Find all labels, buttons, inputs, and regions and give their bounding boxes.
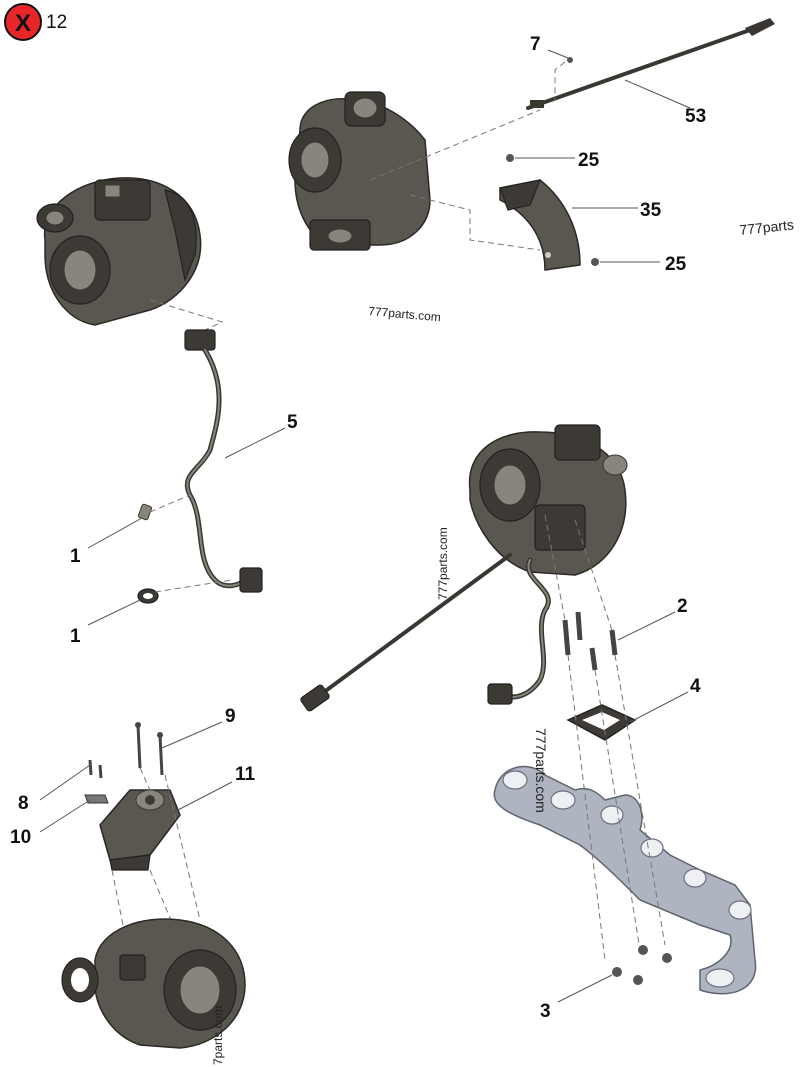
callout-5: 5 — [287, 412, 298, 433]
gasket-4-illustration — [566, 704, 637, 741]
exhaust-manifold-illustration — [493, 765, 757, 995]
leader-4 — [629, 691, 689, 723]
leader-1b — [87, 599, 141, 626]
stud-2-illustration — [562, 611, 618, 671]
close-button[interactable]: X — [4, 3, 42, 41]
turbocharger-top-illustration — [288, 91, 431, 251]
leader-1a — [87, 517, 143, 549]
leader-10 — [39, 799, 91, 833]
grommet-1b-dash — [154, 579, 233, 593]
harness-5-illustration — [184, 329, 263, 593]
turbo-tube-illustration — [487, 557, 551, 705]
heat-shield-35-illustration — [499, 179, 581, 271]
close-glyph: X — [15, 10, 31, 37]
leader-7 — [547, 49, 569, 59]
manifold-to-studs-dash-1 — [567, 654, 606, 961]
top-turbo-to-shield-dash — [409, 194, 541, 251]
callout-9: 9 — [225, 706, 236, 727]
bolt-7-illustration — [567, 57, 573, 63]
leader-11 — [177, 781, 233, 811]
bolts-9-illustration — [135, 722, 164, 776]
leader-3 — [557, 974, 613, 1003]
callout-3: 3 — [540, 1001, 551, 1022]
callout-11: 11 — [235, 764, 256, 785]
callout-4: 4 — [690, 676, 701, 697]
grommet-1b-illustration — [137, 588, 159, 604]
leader-2 — [617, 611, 676, 641]
manifold-to-studs-dash-2 — [594, 669, 641, 951]
watermark-top-right: 777parts — [739, 216, 795, 238]
studs-to-turbo-dash-1 — [544, 514, 566, 621]
manifold-to-studs-dash-3 — [614, 654, 666, 946]
callout-7: 7 — [530, 34, 541, 55]
leader-5 — [224, 427, 286, 459]
callout-10: 10 — [10, 827, 31, 848]
watermark-bottom: 7parts.com — [211, 1006, 225, 1065]
leader-53 — [624, 79, 691, 109]
bolt-8-illustration — [88, 759, 103, 779]
nut-3-illustration — [612, 945, 672, 985]
watermark-manifold: 777parts.com — [533, 728, 549, 813]
nut-25a-illustration — [506, 154, 514, 162]
callout-1a: 1 — [70, 546, 81, 567]
actuator-dash-2 — [164, 774, 201, 921]
leader-8 — [39, 764, 91, 801]
callout-25b: 25 — [665, 254, 687, 275]
left-turbo-to-harness-dash — [149, 299, 224, 331]
actuator-11-illustration — [99, 789, 181, 871]
turbocharger-bottom-illustration — [61, 918, 246, 1049]
grommet-1a-dash — [149, 494, 191, 513]
callout-2: 2 — [677, 596, 688, 617]
bolt-7-dash — [554, 61, 566, 100]
close-icon[interactable] — [4, 3, 42, 41]
grommet-1a-illustration — [137, 503, 153, 521]
callout-53: 53 — [685, 106, 706, 127]
nut-25b-illustration — [591, 258, 599, 266]
sensor-probe-illustration — [300, 553, 512, 712]
bracket-10-illustration — [84, 794, 109, 804]
rod-53-illustration — [526, 18, 775, 110]
callout-8: 8 — [18, 793, 29, 814]
actuator-dash-3 — [111, 869, 131, 961]
turbocharger-right-illustration — [468, 424, 628, 576]
top-turbo-to-rod-dash — [369, 109, 541, 181]
page-number: 12 — [46, 12, 67, 33]
leader-9 — [161, 721, 223, 749]
turbocharger-left-illustration — [36, 177, 202, 326]
watermark-center: 777parts.com — [368, 304, 442, 324]
watermark-vertical-mid: 777parts.com — [436, 527, 450, 600]
callout-25a: 25 — [578, 150, 600, 171]
actuator-dash-1 — [139, 767, 151, 791]
callout-35: 35 — [640, 200, 662, 221]
callout-1b: 1 — [70, 626, 81, 647]
